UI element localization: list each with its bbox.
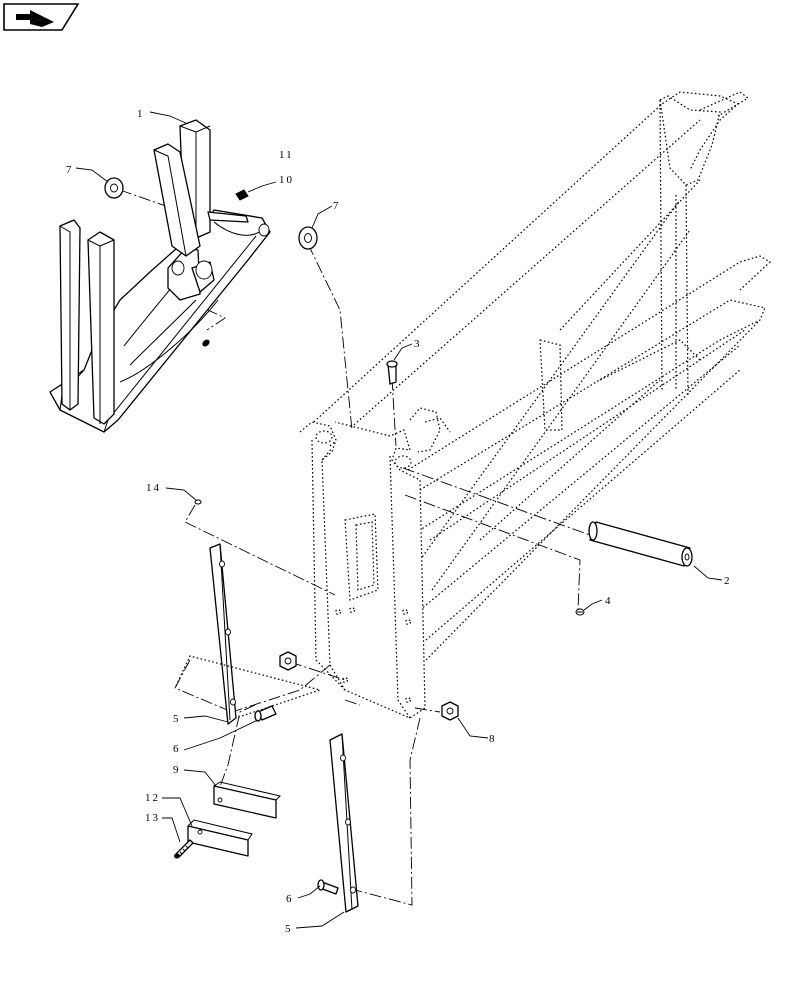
hinge-bracket-phantom bbox=[299, 421, 426, 719]
callout-14: 14 bbox=[146, 482, 161, 494]
part-5-strap-upper[interactable] bbox=[209, 543, 237, 725]
part-1-mounting-bracket[interactable] bbox=[49, 119, 271, 433]
callout-5-upper: 5 bbox=[173, 713, 181, 725]
part-7-washer-left[interactable] bbox=[104, 177, 124, 199]
part-3-pin[interactable] bbox=[386, 360, 398, 385]
part-13-screw[interactable] bbox=[174, 839, 194, 859]
callout-6-lower: 6 bbox=[286, 893, 294, 905]
part-14-pin[interactable] bbox=[194, 499, 202, 505]
callout-2: 2 bbox=[724, 575, 732, 587]
callout-10: 10 bbox=[279, 174, 294, 186]
return-arrow-icon[interactable] bbox=[3, 3, 80, 31]
callout-6-upper: 6 bbox=[173, 743, 181, 755]
callout-7-left: 7 bbox=[66, 164, 74, 176]
callout-1: 1 bbox=[137, 108, 145, 120]
plate-phantom bbox=[175, 655, 323, 719]
leader-lines bbox=[75, 111, 723, 929]
callout-4: 4 bbox=[605, 595, 613, 607]
nut-upper[interactable] bbox=[279, 651, 297, 671]
part-4-bolt[interactable] bbox=[575, 608, 585, 616]
part-2-hinge-pin[interactable] bbox=[588, 521, 693, 567]
part-9-wear-pad[interactable] bbox=[213, 781, 281, 819]
boom-frame-phantom bbox=[304, 91, 771, 661]
part-11-nut[interactable] bbox=[201, 338, 211, 348]
callout-11: 11 bbox=[279, 149, 294, 161]
callout-7-right: 7 bbox=[333, 200, 341, 212]
part-7-washer-right[interactable] bbox=[298, 226, 318, 250]
callout-5-lower: 5 bbox=[285, 923, 293, 935]
part-6-bolt-lower[interactable] bbox=[317, 879, 339, 895]
callout-8: 8 bbox=[489, 733, 497, 745]
part-5-strap-lower[interactable] bbox=[329, 733, 359, 913]
callout-9: 9 bbox=[173, 764, 181, 776]
callout-labels: 1 7 11 10 7 3 14 2 4 8 5 6 9 12 13 6 5 bbox=[66, 108, 732, 935]
part-12-wear-pad[interactable] bbox=[187, 819, 253, 857]
part-10-grease-fitting[interactable] bbox=[235, 189, 249, 201]
part-8-nut[interactable] bbox=[441, 701, 459, 721]
callout-3: 3 bbox=[414, 338, 422, 350]
callout-13: 13 bbox=[145, 812, 160, 824]
part-6-bolt-upper[interactable] bbox=[254, 705, 277, 722]
callout-12: 12 bbox=[145, 792, 160, 804]
